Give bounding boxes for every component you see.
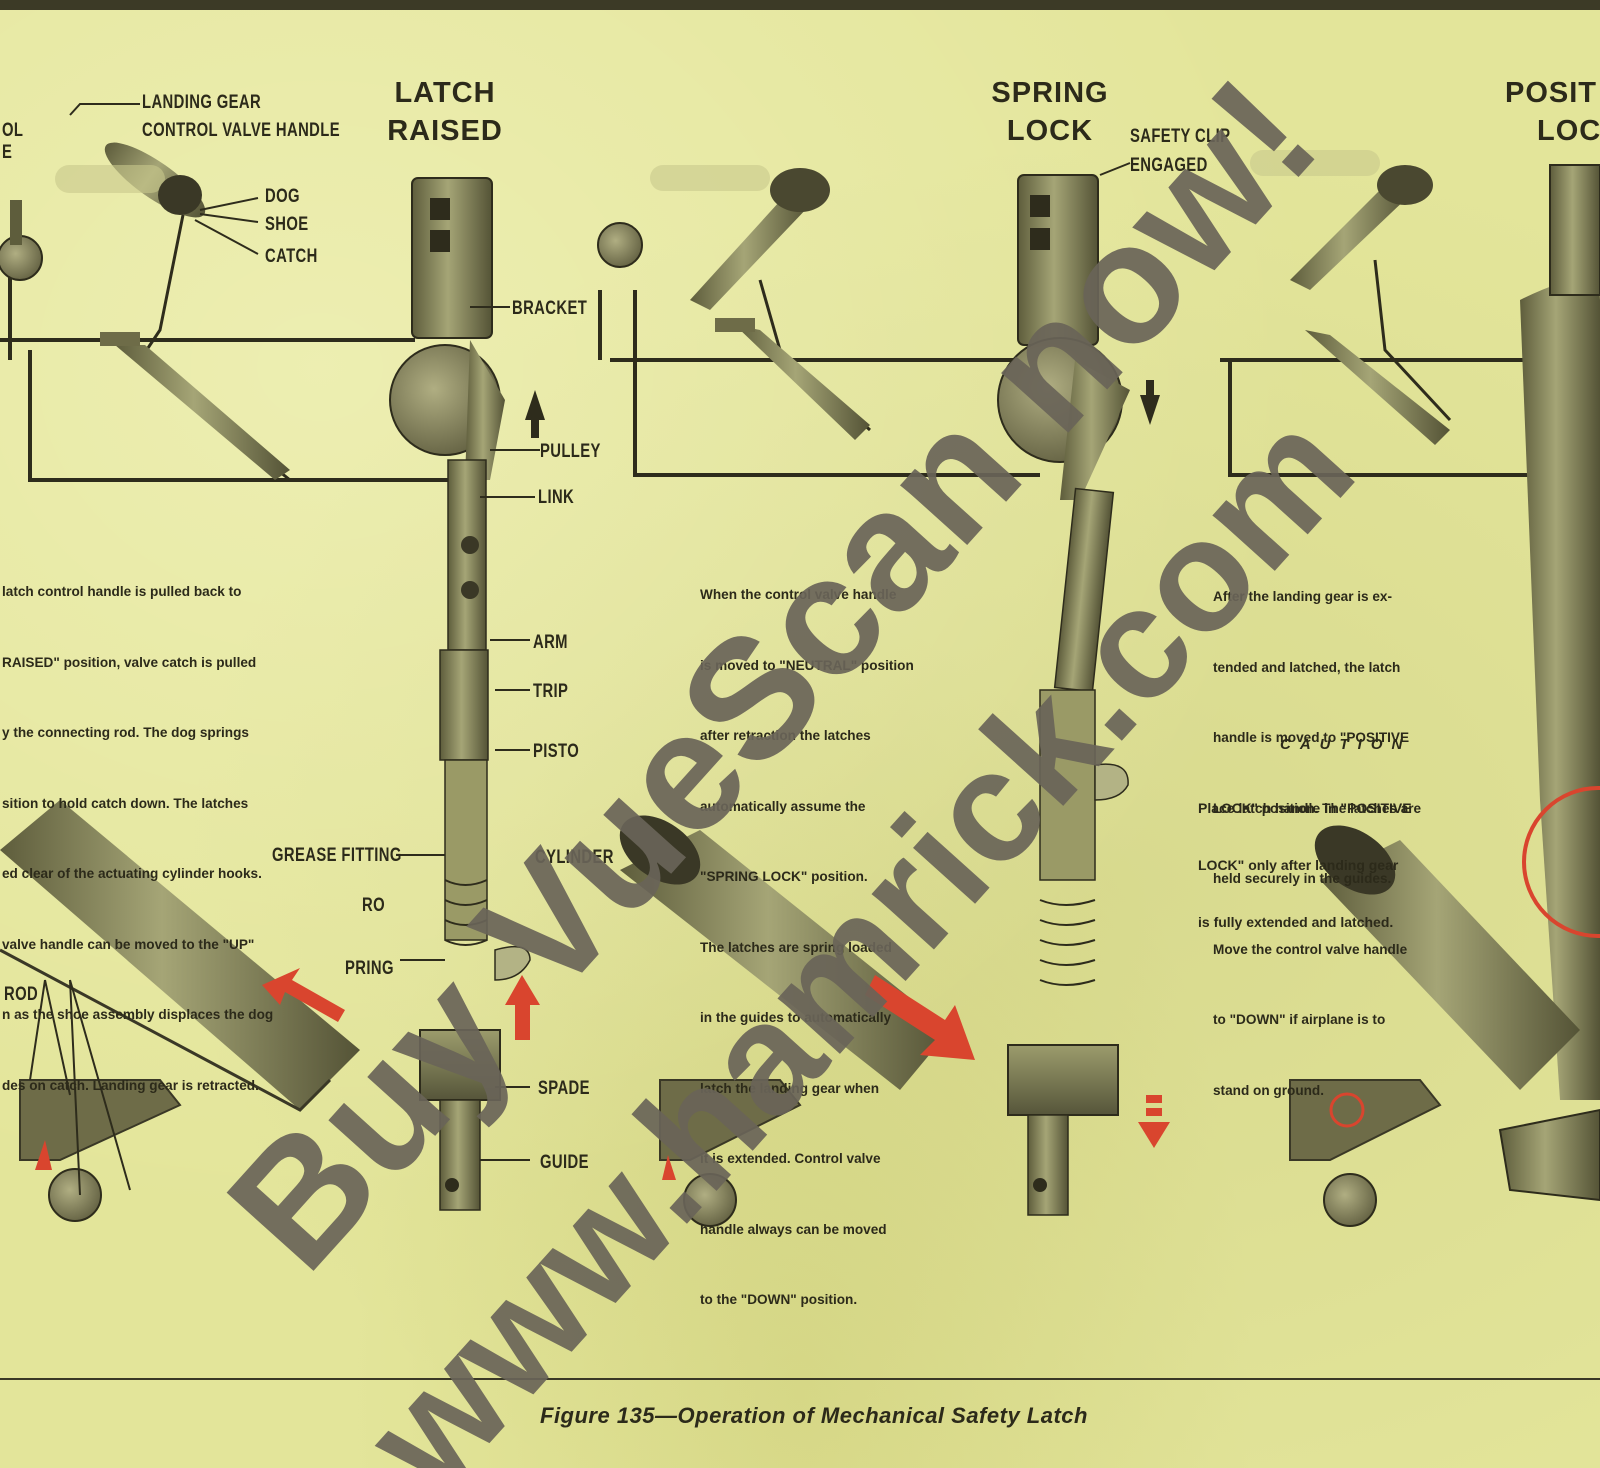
paragraph-line: ed clear of the actuating cylinder hooks… — [2, 866, 262, 881]
paragraph-line: handle is moved to "POSITIVE — [1213, 730, 1410, 745]
label-spring: PRING — [345, 958, 394, 979]
label-piston: PISTO — [533, 741, 580, 762]
paragraph-line: latch the landing gear when — [700, 1080, 880, 1096]
paragraph-line: it is extended. Control valve — [700, 1151, 881, 1166]
leader-lines — [29, 103, 1131, 1161]
label-rod-left: ROD — [4, 984, 39, 1005]
caution-heading: CAUTION — [1280, 736, 1412, 753]
figure-caption: Figure 135—Operation of Mechanical Safet… — [540, 1403, 1088, 1428]
paragraph-line: RAISED" position, valve catch is pulled — [2, 654, 257, 670]
label-grease-fitting: GREASE FITTING — [272, 845, 402, 866]
top-dark-edge — [0, 0, 1600, 10]
label-control-valve-handle: CONTROL VALVE HANDLE — [142, 120, 340, 141]
label-arm: ARM — [533, 632, 568, 653]
caution-text: Place latch handle in "POSITIVE LOCK" on… — [1198, 761, 1412, 970]
label-bracket: BRACKET — [512, 298, 588, 319]
label-safety-clip: SAFETY CLIP — [1130, 126, 1231, 147]
paragraph-line: valve handle can be moved to the "UP" — [2, 936, 255, 952]
paragraph-line: latch control handle is pulled back to — [2, 584, 242, 599]
label-spade: SPADE — [538, 1078, 590, 1099]
paragraph-line: n as the shoe assembly displaces the dog — [2, 1007, 274, 1022]
label-left-cut-2: E — [2, 142, 13, 163]
panel5-handle-parts — [1250, 150, 1600, 1100]
label-left-cut-1: OL — [2, 120, 24, 141]
heading-spring-lock-line1: SPRING — [991, 77, 1109, 109]
paragraph-line: to the "DOWN" position. — [700, 1292, 858, 1307]
paragraph-line: After the landing gear is ex- — [1213, 589, 1393, 604]
spring-lock-assembly — [997, 174, 1130, 1216]
paragraph-line: sition to hold catch down. The latches — [2, 795, 249, 811]
label-rod-center: RO — [362, 895, 386, 916]
heading-latch-raised-line1: LATCH — [394, 77, 496, 109]
latch-raised-assembly — [389, 177, 531, 1211]
paragraph-line: The latches are spring loaded — [700, 939, 892, 955]
heading-spring-lock-line2: LOCK — [1006, 115, 1094, 147]
paragraph-latch-raised: latch control handle is pulled back to R… — [2, 533, 273, 1144]
panel3-handle-parts — [597, 165, 870, 440]
paragraph-line: Move the control valve handle — [1213, 941, 1408, 957]
paragraph-line: handle always can be moved — [700, 1221, 887, 1237]
label-catch: CATCH — [265, 246, 318, 267]
caution-line: is fully extended and latched. — [1198, 914, 1394, 930]
panel1-handle-parts — [0, 142, 290, 480]
paragraph-positive-lock: After the landing gear is ex- tended and… — [1213, 538, 1421, 1149]
heading-positive-lock-line1: POSIT — [1505, 77, 1598, 109]
paragraph-line: stand on ground. — [1213, 1082, 1325, 1098]
label-shoe: SHOE — [265, 214, 309, 235]
paragraph-line: LOCK" position. The latches are — [1213, 800, 1422, 816]
paragraph-line: after retraction the latches — [700, 728, 871, 743]
caution-line: LOCK" only after landing gear — [1198, 857, 1399, 873]
label-trip: TRIP — [533, 681, 569, 702]
label-dog: DOG — [265, 186, 300, 207]
label-link: LINK — [538, 487, 575, 508]
label-engaged: ENGAGED — [1130, 155, 1208, 176]
panel1-tube — [0, 800, 360, 1222]
paragraph-line: tended and latched, the latch — [1213, 659, 1401, 675]
paragraph-line: y the connecting rod. The dog springs — [2, 725, 249, 740]
paragraph-line: automatically assume the — [700, 798, 866, 814]
label-cylinder: CYLINDER — [535, 847, 614, 868]
paragraph-line: in the guides to automatically — [700, 1010, 892, 1025]
label-pulley: PULLEY — [540, 441, 601, 462]
heading-latch-raised-line2: RAISED — [387, 115, 503, 147]
heading-positive-lock-line2: LOC — [1537, 115, 1600, 147]
label-landing-gear: LANDING GEAR — [142, 92, 262, 113]
panel3-tube — [619, 815, 950, 1227]
paragraph-line: When the control valve handle — [700, 587, 897, 602]
paragraph-line: "SPRING LOCK" position. — [700, 869, 868, 884]
paragraph-line: is moved to "NEUTRAL" position — [700, 657, 914, 673]
label-guide: GUIDE — [540, 1152, 589, 1173]
panel5-tube — [1289, 825, 1600, 1227]
caption-rule — [0, 1378, 1600, 1380]
paragraph-line: to "DOWN" if airplane is to — [1213, 1012, 1386, 1027]
paragraph-spring-lock: When the control valve handle is moved t… — [700, 536, 914, 1359]
caution-line: Place latch handle in "POSITIVE — [1198, 800, 1412, 816]
heading-spring-lock: SPRING LOCK — [985, 74, 1115, 150]
red-circle-highlight-icon — [1329, 786, 1600, 1128]
red-arrow-icon — [35, 380, 1170, 1180]
paragraph-line: des on catch. Landing gear is retracted. — [2, 1077, 259, 1093]
paragraph-line: held securely in the guides. — [1213, 871, 1392, 886]
heading-latch-raised: LATCH RAISED — [385, 74, 505, 150]
heading-positive-lock: POSIT LOC — [1505, 74, 1600, 150]
